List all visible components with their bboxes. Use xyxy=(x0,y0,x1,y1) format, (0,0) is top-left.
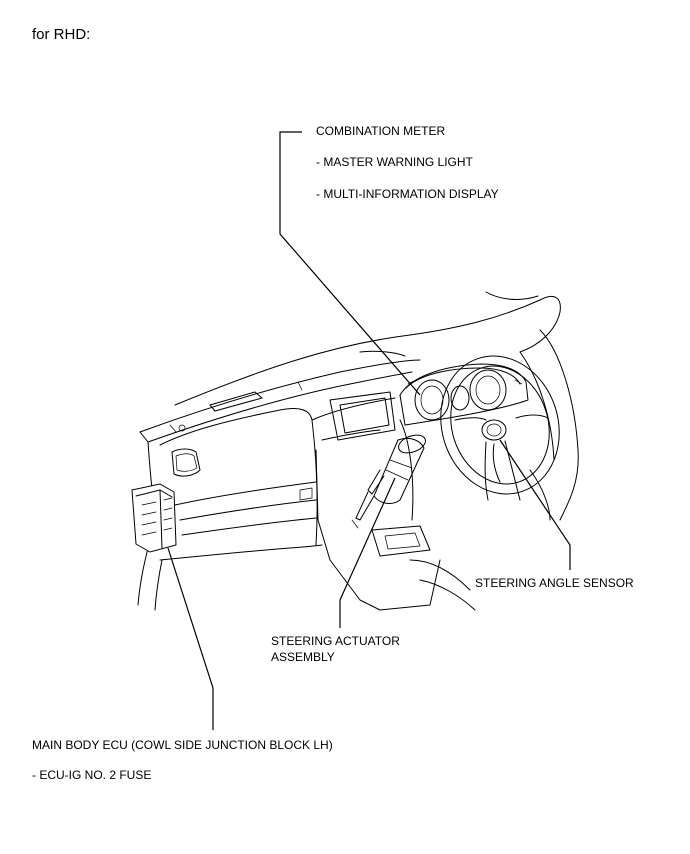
driver-side-panel xyxy=(519,329,579,521)
callout-ecu-ig-fuse: - ECU-IG NO. 2 FUSE xyxy=(32,768,152,782)
windshield-outline xyxy=(174,291,561,406)
callout-combination-meter: COMBINATION METER xyxy=(316,124,446,138)
callout-multi-information-display: - MULTI-INFORMATION DISPLAY xyxy=(316,187,499,201)
main-body-ecu xyxy=(131,483,177,553)
steering-actuator xyxy=(351,434,426,529)
center-console xyxy=(311,391,476,611)
steering-wheel xyxy=(440,355,560,501)
page-heading: for RHD: xyxy=(32,26,91,43)
callout-steering-actuator-line2: ASSEMBLY xyxy=(271,650,335,664)
callout-main-body-ecu: MAIN BODY ECU (COWL SIDE JUNCTION BLOCK … xyxy=(32,738,333,752)
callout-steering-actuator-line1: STEERING ACTUATOR xyxy=(271,634,400,648)
callout-master-warning-light: - MASTER WARNING LIGHT xyxy=(316,155,473,169)
dashboard-top xyxy=(139,350,421,443)
leader-lines xyxy=(167,131,571,730)
callout-steering-angle-sensor: STEERING ANGLE SENSOR xyxy=(475,576,634,590)
